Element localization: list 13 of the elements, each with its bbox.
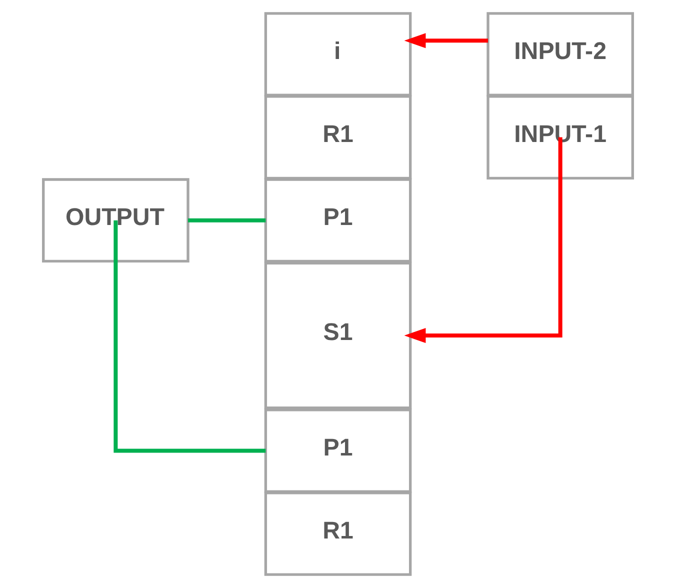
connector [188, 218, 266, 222]
node-box: i [264, 12, 412, 96]
node-box: OUTPUT [42, 178, 189, 263]
node-box: P1 [264, 178, 412, 263]
node-box: R1 [264, 95, 412, 180]
arrow [404, 137, 562, 344]
node-box: INPUT-1 [486, 95, 634, 180]
node-box: P1 [264, 408, 412, 493]
node-box: R1 [264, 492, 412, 576]
arrow [404, 33, 488, 48]
node-box: INPUT-2 [486, 12, 634, 96]
connector [113, 220, 266, 453]
node-box: S1 [264, 262, 412, 410]
